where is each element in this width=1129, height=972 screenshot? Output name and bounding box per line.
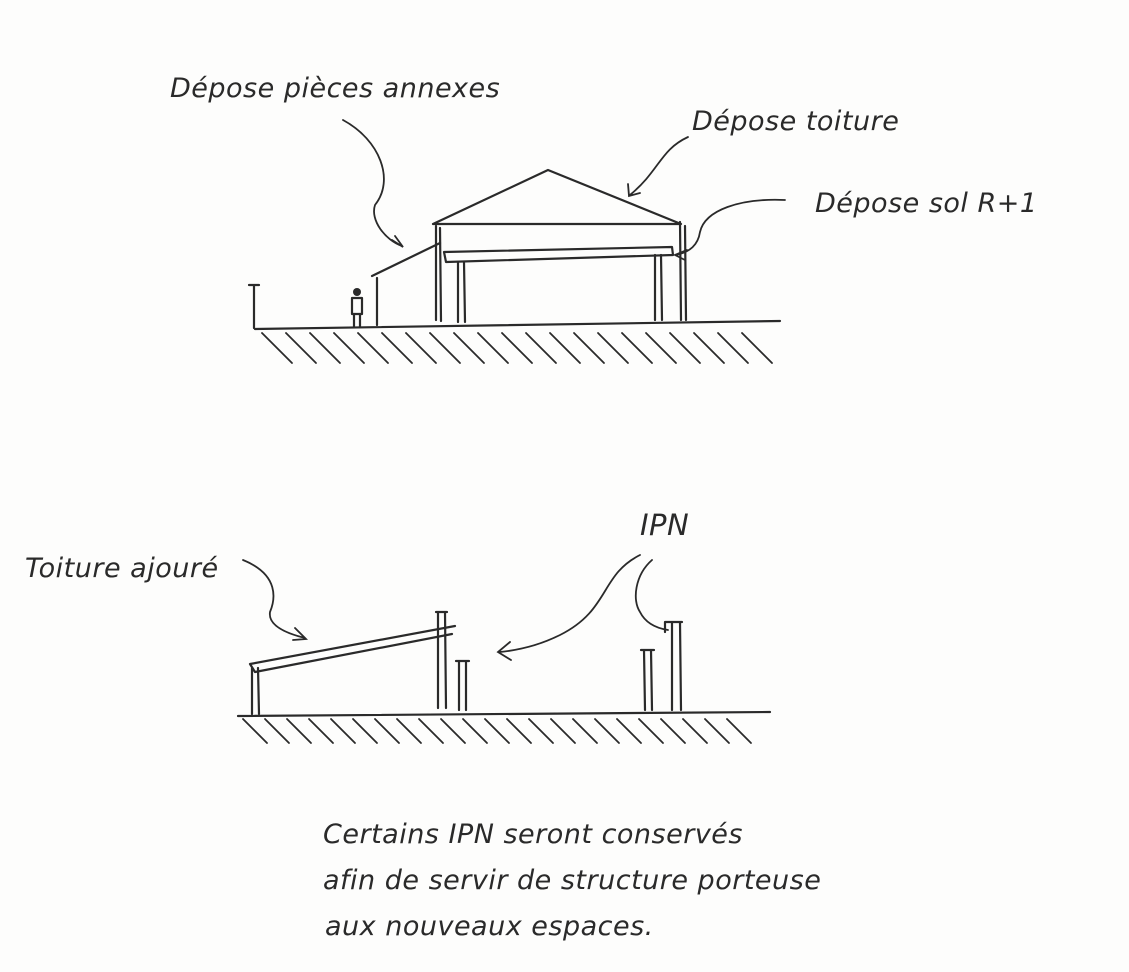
note-line-3: aux nouveaux espaces.: [325, 911, 654, 942]
hatch-stroke: [333, 332, 365, 364]
hatch-stroke: [440, 718, 466, 744]
house-right-wall: [678, 220, 688, 322]
label-depose-pieces-annexes: Dépose pièces annexes: [170, 73, 500, 104]
hatch-stroke: [330, 718, 356, 744]
hatch-stroke: [381, 332, 413, 364]
ipn-column-left: [434, 610, 449, 710]
arrow-toiture-ajouree: [242, 559, 309, 641]
person-figure: [350, 288, 364, 329]
hatch-stroke: [352, 718, 378, 744]
hatch-stroke: [645, 332, 677, 364]
interior-posts: [456, 253, 664, 324]
note-line-2: afin de servir de structure porteuse: [323, 865, 821, 896]
handwritten-note: Certains IPN seront conservés afin de se…: [323, 819, 821, 942]
hatch-stroke: [506, 718, 532, 744]
hatch-stroke: [418, 718, 444, 744]
hatch-stroke: [528, 718, 554, 744]
hatch-stroke: [525, 332, 557, 364]
top-ground-line: [253, 319, 782, 331]
house-roof: [431, 168, 683, 226]
hatch-stroke: [405, 332, 437, 364]
hatch-stroke: [429, 332, 461, 364]
hatch-stroke: [682, 718, 708, 744]
hatch-stroke: [572, 718, 598, 744]
hatch-stroke: [726, 718, 752, 744]
hatch-stroke: [453, 332, 485, 364]
top-building-section: Dépose pièces annexes Dépose toiture Dép…: [170, 73, 1038, 364]
note-line-1: Certains IPN seront conservés: [323, 819, 743, 850]
hatch-stroke: [286, 718, 312, 744]
hatch-stroke: [704, 718, 730, 744]
top-post: [247, 283, 261, 330]
label-ipn: IPN: [640, 508, 689, 542]
hatch-stroke: [357, 332, 389, 364]
open-roof-frame: [248, 624, 457, 716]
hatch-stroke: [549, 332, 581, 364]
label-depose-sol: Dépose sol R+1: [815, 188, 1038, 219]
hatch-stroke: [597, 332, 629, 364]
arrow-floor: [672, 198, 786, 261]
hatch-stroke: [741, 332, 773, 364]
hatch-stroke: [669, 332, 701, 364]
hatch-stroke: [594, 718, 620, 744]
hatch-stroke: [621, 332, 653, 364]
hatch-stroke: [462, 718, 488, 744]
bottom-structure-section: Toiture ajouré IPN: [25, 508, 772, 744]
arrow-roof: [627, 136, 689, 198]
label-toiture-ajouree: Toiture ajouré: [25, 553, 219, 584]
upper-floor-slab: [442, 245, 675, 264]
hatch-stroke: [264, 718, 290, 744]
hatch-stroke: [308, 718, 334, 744]
label-depose-toiture: Dépose toiture: [692, 106, 899, 137]
hatch-stroke: [477, 332, 509, 364]
bottom-ground-line: [236, 710, 772, 718]
arrow-ipn-right: [634, 559, 669, 631]
hatch-stroke: [261, 332, 293, 364]
hatch-stroke: [374, 718, 400, 744]
ipn-column-right-tall: [663, 620, 684, 712]
hatch-stroke: [693, 332, 725, 364]
house-left-wall: [434, 224, 443, 323]
arrow-annexes: [342, 119, 404, 248]
ipn-column-right-short: [639, 648, 656, 712]
hatch-stroke: [660, 718, 686, 744]
hatch-stroke: [501, 332, 533, 364]
hatch-stroke: [717, 332, 749, 364]
hatch-stroke: [573, 332, 605, 364]
hatch-stroke: [242, 718, 268, 744]
bottom-ground-hatch: [242, 718, 752, 744]
hatch-stroke: [484, 718, 510, 744]
hatch-stroke: [550, 718, 576, 744]
annex-structure: [370, 241, 442, 327]
hatch-stroke: [309, 332, 341, 364]
arrow-ipn-left: [496, 554, 641, 661]
hatch-stroke: [638, 718, 664, 744]
top-ground-hatch: [261, 332, 773, 364]
hatch-stroke: [396, 718, 422, 744]
ipn-column-short: [454, 659, 471, 712]
hatch-stroke: [285, 332, 317, 364]
hatch-stroke: [616, 718, 642, 744]
